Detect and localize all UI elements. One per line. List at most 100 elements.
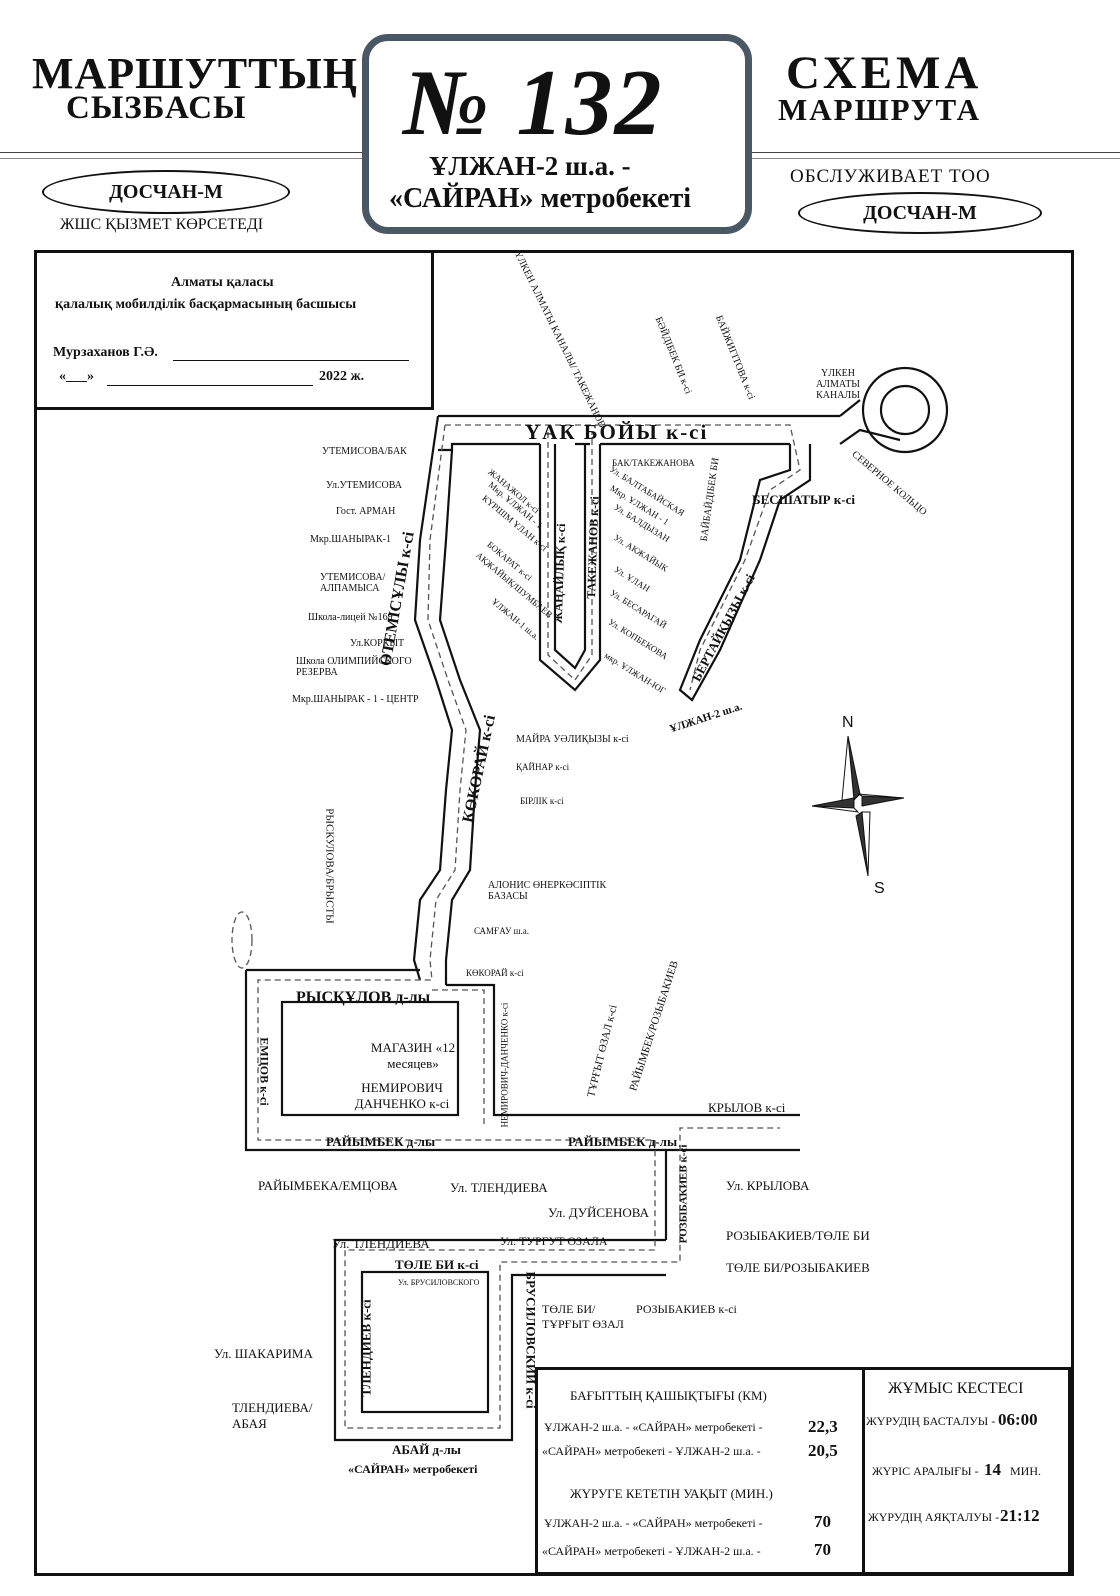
stop-mkr-shanyrak-center: Мкр.ШАНЫРАК - 1 - ЦЕНТР [292,694,419,705]
schedule-title: ЖҰМЫС КЕСТЕСІ [888,1380,1024,1397]
approval-box: Алматы қаласы қалалық мобилділік басқарм… [34,250,434,410]
compass-north: N [842,714,854,731]
street-raiymbek: РАЙЫМБЕК д-лы [326,1134,436,1149]
road-otemisuly [412,415,482,985]
approval-line-2: қалалық мобилділік басқармасының басшысы [55,297,357,312]
stop-ul-duisenova: Ул. ДУЙСЕНОВА [548,1205,649,1220]
stop-kaiyrbar: ҚАЙНАР к-сі [516,762,570,772]
route-path-dashed [257,424,801,1429]
stop-ul-utemisova: Ул.УТЕМИСОВА [326,480,403,491]
distance-title: БАҒЫТТЫҢ ҚАШЫҚТЫҒЫ (КМ) [570,1388,767,1403]
approval-date-year: 2022 ж. [319,369,365,384]
road-takezhanov [538,444,602,692]
left-title-2: СЫЗБАСЫ [66,90,247,126]
route-title-box: № 132 ҰЛЖАН-2 ш.а. - «САЙРАН» метробекет… [362,34,752,234]
street-tlendiev: ТЛЕНДИЕВ к-сi [358,1299,374,1397]
stop-ul-tlendieva-2: Ул. ТЛЕНДИЕВА [332,1236,430,1251]
distance-2-label: «САЙРАН» метробекеті - ҰЛЖАН-2 ш.а. - [542,1444,761,1458]
stop-ul-korkyt: Ул.КОРКЫТ [350,638,405,649]
approval-line-1: Алматы қаласы [171,275,274,290]
travel-1-label: ҰЛЖАН-2 ш.а. - «САЙРАН» метробекеті - [544,1516,763,1530]
stop-nemirovich-danchenko: НЕМИРОВИЧ ДАНЧЕНКО к-сі [354,1080,450,1111]
route-line-1: ҰЛЖАН-2 ш.а. - [429,151,631,181]
street-krylov: КРЫЛОВ к-сi [708,1100,786,1115]
ryskulov-inner-block [280,1000,460,1117]
right-company-name: ДОСЧАН-М [863,202,977,224]
compass-rose [811,735,905,877]
route-line-2: «САЙРАН» метробекеті [389,183,691,214]
travel-title: ЖҮРУГЕ КЕТЕТІН УАҚЫТ (МИН.) [570,1486,773,1501]
approval-sign-line [173,360,409,361]
stop-mkr-shanyrak1: Мкр.ШАНЫРАК-1 [310,534,392,545]
stop-tole-bi-rozybakiev: ТӨЛЕ БИ/РОЗЫБАКИЕВ [726,1260,870,1275]
right-title-2: МАРШРУТА [778,92,982,127]
stop-raiymbeka-emtsova: РАЙЫМБЕКА/ЕМЦОВА [258,1178,398,1193]
tole-bi-inner-block [360,1270,490,1414]
stop-maira-uolikyzy: МАЙРА УӘЛИҚЫЗЫ к-сі [516,734,629,745]
left-company-oval: ДОСЧАН-М [42,170,290,214]
street-rozybakiev: РОЗЫБАКИЕВ к-сi [677,1144,690,1244]
travel-2-value: 70 [814,1540,831,1559]
info-divider [862,1370,865,1572]
stop-birlik: БІРЛІК к-сі [520,796,564,806]
street-uak-boiy: ҮАК БОЙЫ к-сi [525,420,709,444]
stop-ul-tlendieva: Ул. ТЛЕНДИЕВА [450,1180,548,1195]
end-value: 21:12 [1000,1506,1040,1525]
end-label: ЖҮРУДІҢ АЯҚТАЛУЫ - [868,1510,1000,1524]
street-ryskulov: РЫСҚҰЛОВ д-лы [296,989,431,1006]
right-title-1: СХЕМА [786,47,983,99]
stop-samgau: САМҒАУ ш.а. [474,926,530,936]
left-company-name: ДОСЧАН-М [109,181,223,203]
approval-date-prefix: «___» [59,369,94,384]
street-besshatyr: БЕСШАТЫР к-сi [752,492,856,507]
interval-label: ЖҮРІС АРАЛЫҒЫ - [872,1464,979,1478]
info-box: БАҒЫТТЫҢ ҚАШЫҚТЫҒЫ (КМ) ҰЛЖАН-2 ш.а. - «… [535,1367,1071,1575]
route-number: № 132 [403,51,664,155]
road-uak-boiy [438,399,901,452]
street-emtsov: ЕМЦОВ к-сi [257,1037,272,1106]
stop-ul-shakarima: Ул. ШАКАРИМА [214,1346,313,1361]
stop-tlendieva-abaya: ТЛЕНДИЕВА/ АБАЯ [232,1400,313,1431]
stop-rozybakiev-tole-bi: РОЗЫБАКИЕВ/ТӨЛЕ БИ [726,1228,870,1243]
interval-unit: МИН. [1010,1464,1042,1478]
stop-ul-krylova: Ул. КРЫЛОВА [726,1178,810,1193]
stop-ul-turgut-ozala: Ул. ТУРГУТ ОЗАЛА [500,1234,608,1248]
approval-signer: Мурзаханов Г.Ә. [53,345,158,360]
street-abai: АБАЙ д-лы [392,1442,461,1457]
start-label: ЖҮРУДІҢ БАСТАЛУЫ - [866,1414,996,1428]
left-service-text: ЖШС ҚЫЗМЕТ КӨРСЕТЕДІ [60,216,264,233]
stop-utemisova-bak: УТЕМИСОВА/БАК [322,446,407,457]
approval-date-line [107,385,313,386]
road-bertaiqyzy [678,444,812,702]
distance-1-label: ҰЛЖАН-2 ш.а. - «САЙРАН» метробекеті - [544,1420,763,1434]
compass-south: S [874,880,885,897]
stop-gost-arman: Гост. АРМАН [336,506,396,517]
right-company-oval: ДОСЧАН-М [798,192,1042,234]
stop-utemisova-alpamysa: УТЕМИСОВА/ АЛПАМЫСА [320,572,386,594]
right-service-text: ОБСЛУЖИВАЕТ ТОО [790,166,991,187]
street-ryskulova-brysty: РЫСКУЛОВА/БРЫСТЫ [323,808,336,924]
street-ulken-almaty-kanaly: ҮЛКЕН АЛМАТЫ КАНАЛЫ [815,368,861,401]
street-raiymbek-2: РАЙЫМБЕК д-лы [568,1134,678,1149]
street-nemirovich-danchenko: НЕМИРОВИЧ-ДАНЧЕНКО к-сі [499,1002,510,1128]
stop-magazin-12: МАГАЗИН «12 месяцев» [370,1040,456,1071]
road-ryskulov [244,968,800,1442]
stop-shkola-licei: Школа-лицей №169 [308,612,393,623]
left-title-1: МАРШУТТЫҢ [32,49,358,98]
stop-shkola-olimp: Школа ОЛИМПИЙСКОГО РЕЗЕРВА [296,656,412,678]
street-tole-bi: ТӨЛЕ БИ к-сi [395,1257,479,1272]
stop-rozybakiev-ksi: РОЗЫБАКИЕВ к-сі [636,1302,737,1316]
stop-alonis: АЛОНИС ӨНЕРКӘСІПТІК БАЗАСЫ [488,880,607,902]
sairan-metro-label: «САЙРАН» метробекеті [348,1462,478,1476]
stop-kokorai-b: КӨКОРАЙ к-сі [466,968,524,978]
interval-value: 14 [984,1460,1001,1479]
stop-tole-bi-turgut-ozal: ТӨЛЕ БИ/ ТҰРҒЫТ ӨЗАЛ [542,1302,624,1331]
travel-2-label: «САЙРАН» метробекеті - ҰЛЖАН-2 ш.а. - [542,1544,761,1558]
distance-1-value: 22,3 [808,1417,838,1436]
start-value: 06:00 [998,1410,1038,1429]
roundabout [861,366,949,454]
stop-baktakezhanova: БАК/ТАКЕЖАНОВА [612,458,695,468]
street-bruslovskogo: Ул. БРУСИЛОВСКОГО [398,1278,480,1287]
distance-2-value: 20,5 [808,1441,838,1460]
